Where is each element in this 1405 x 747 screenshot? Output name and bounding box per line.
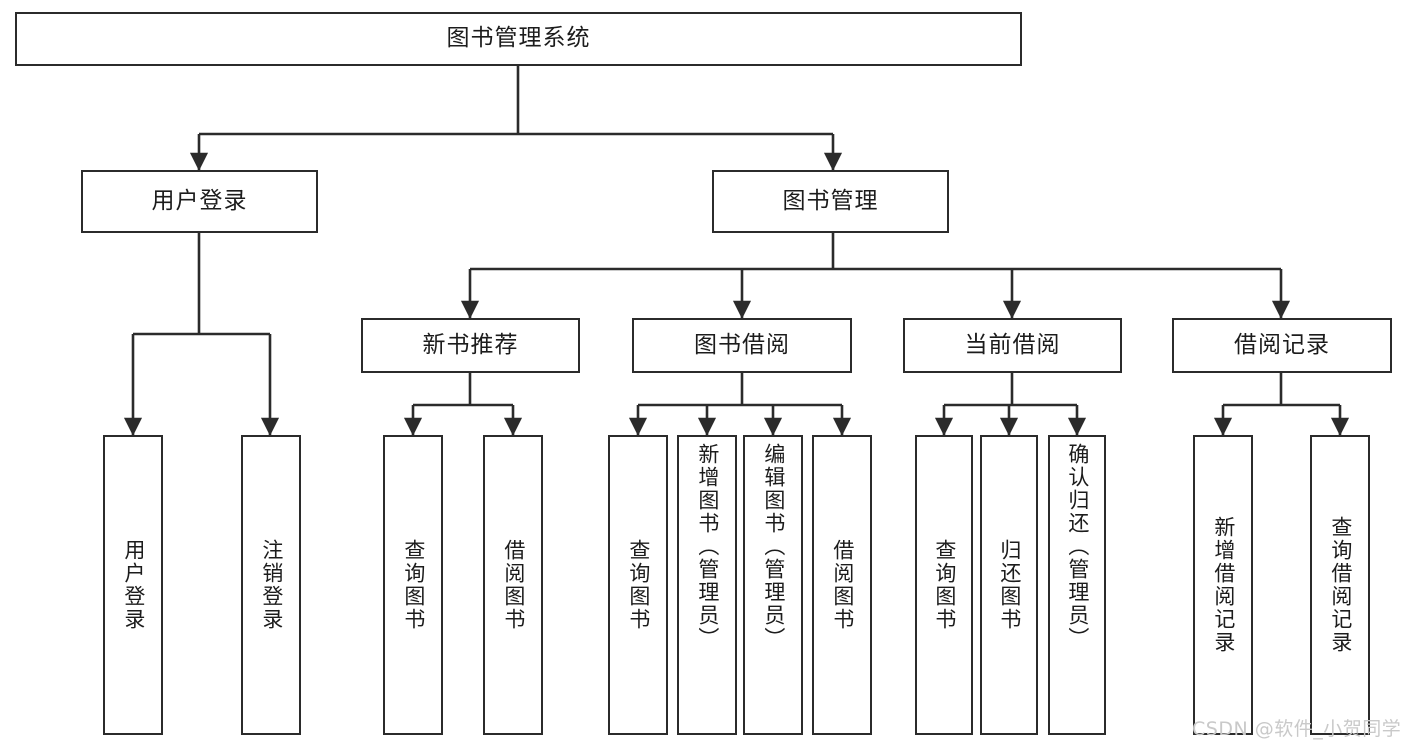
- leaf-current-borrow-query-book[interactable]: 查询图书: [915, 435, 973, 735]
- leaf-book-borrow-borrow-book[interactable]: 借阅图书: [812, 435, 872, 735]
- node-root-label: 图书管理系统: [446, 25, 591, 52]
- leaf-book-borrow-edit-book-admin[interactable]: 编辑图书（管理员）: [743, 435, 803, 735]
- leaf-label: 用户登录: [121, 539, 146, 631]
- node-borrow-record-label: 借阅记录: [1234, 331, 1330, 358]
- leaf-user-login-logout[interactable]: 注销登录: [241, 435, 301, 735]
- node-current-borrow-label: 当前借阅: [964, 331, 1061, 358]
- leaf-book-borrow-query-book[interactable]: 查询图书: [608, 435, 668, 735]
- leaf-new-book-query-book[interactable]: 查询图书: [383, 435, 443, 735]
- leaf-label: 借阅图书: [830, 539, 855, 631]
- node-user-login-label: 用户登录: [151, 187, 248, 214]
- leaf-current-borrow-confirm-return-admin[interactable]: 确认归还（管理员）: [1048, 435, 1106, 735]
- node-new-book-recommend-label: 新书推荐: [422, 331, 519, 358]
- leaf-book-borrow-add-book-admin[interactable]: 新增图书（管理员）: [677, 435, 737, 735]
- node-book-borrow[interactable]: 图书借阅: [632, 318, 852, 373]
- leaf-label: 查询图书: [932, 539, 957, 631]
- leaf-new-book-borrow-book[interactable]: 借阅图书: [483, 435, 543, 735]
- leaf-label: 注销登录: [259, 539, 284, 631]
- leaf-borrow-record-add-record[interactable]: 新增借阅记录: [1193, 435, 1253, 735]
- leaf-label: 编辑图书（管理员）: [761, 443, 786, 650]
- leaf-label: 新增借阅记录: [1211, 516, 1236, 654]
- leaf-label: 查询图书: [401, 539, 426, 631]
- leaf-label: 确认归还（管理员）: [1065, 443, 1090, 650]
- leaf-label: 借阅图书: [501, 539, 526, 631]
- node-root-book-management-system[interactable]: 图书管理系统: [15, 12, 1022, 66]
- node-user-login[interactable]: 用户登录: [81, 170, 318, 233]
- csdn-watermark: CSDN @软件_小贺同学: [1192, 718, 1402, 740]
- leaf-current-borrow-return-book[interactable]: 归还图书: [980, 435, 1038, 735]
- node-current-borrow[interactable]: 当前借阅: [903, 318, 1122, 373]
- leaf-borrow-record-query-record[interactable]: 查询借阅记录: [1310, 435, 1370, 735]
- leaf-label: 查询图书: [626, 539, 651, 631]
- leaf-user-login-login[interactable]: 用户登录: [103, 435, 163, 735]
- leaf-label: 新增图书（管理员）: [695, 443, 720, 650]
- node-new-book-recommend[interactable]: 新书推荐: [361, 318, 580, 373]
- leaf-label: 查询借阅记录: [1328, 516, 1353, 654]
- leaf-label: 归还图书: [997, 539, 1022, 631]
- node-book-management-label: 图书管理: [782, 187, 879, 214]
- node-book-borrow-label: 图书借阅: [694, 331, 790, 358]
- node-borrow-record[interactable]: 借阅记录: [1172, 318, 1392, 373]
- node-book-management[interactable]: 图书管理: [712, 170, 949, 233]
